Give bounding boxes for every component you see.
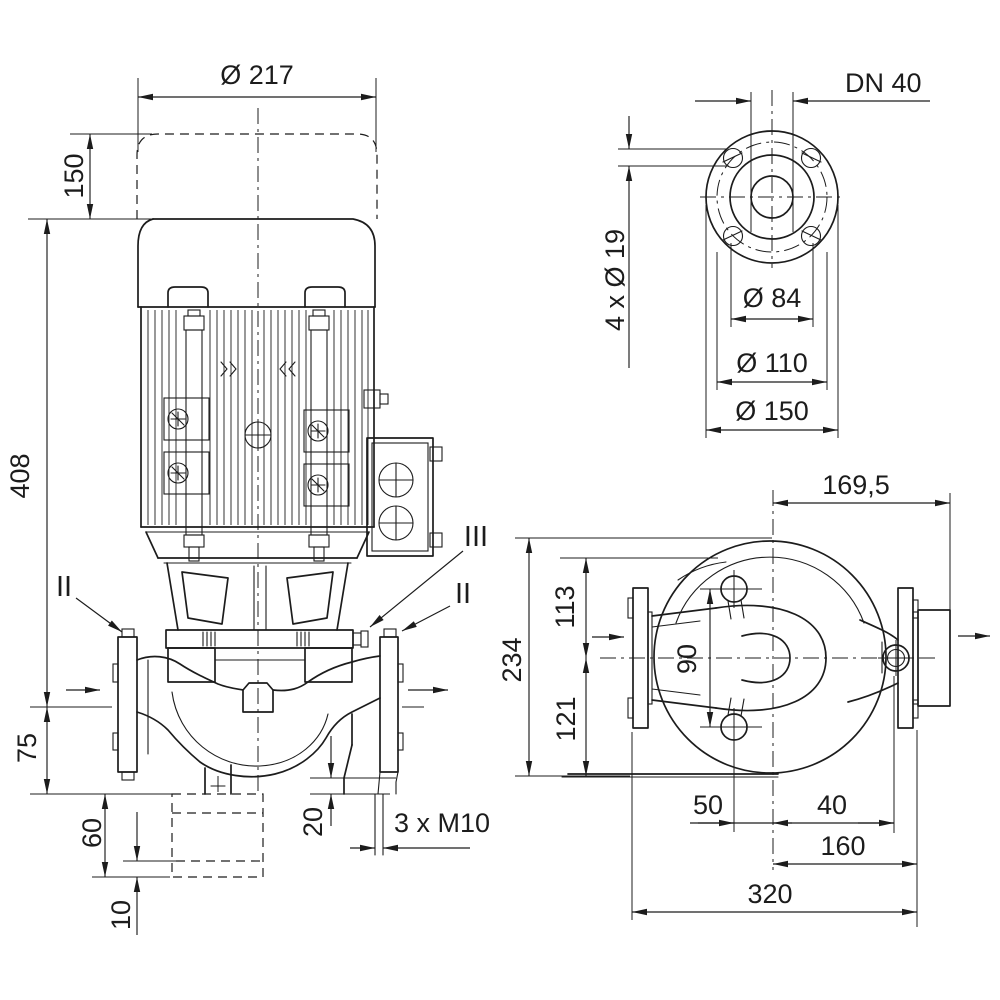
dim-port-and-drain: 50 40: [690, 676, 895, 833]
dim-center-to-flange: 160: [773, 730, 918, 927]
dashed-envelope: [136, 133, 378, 219]
dim-cap-height-label: 150: [59, 153, 89, 198]
dim-flange-outer: Ø 150: [705, 205, 839, 438]
dim-total-width-label: 234: [497, 637, 527, 682]
dim-base-plate: 10: [106, 812, 141, 935]
dim-ports-label: 90: [672, 644, 702, 674]
discharge-flange-front: [377, 628, 404, 795]
suction-flange-front: [112, 628, 138, 781]
tie-rod-left: [163, 309, 210, 562]
dim-raised-face: Ø 84: [730, 243, 814, 327]
dim-upper-label: 113: [550, 585, 580, 628]
tie-rod-right: [303, 309, 350, 562]
dim-total-height-label: 408: [5, 453, 35, 498]
vent-screw: [352, 632, 362, 646]
flange-view: DN 40 4 x Ø 19 Ø 84 Ø 110: [600, 68, 930, 438]
dim-port-offset-label: 50: [693, 790, 723, 820]
suction-flange-top: [627, 587, 717, 729]
bolt-holes: [722, 147, 822, 247]
label-port-right: II: [455, 578, 471, 610]
volute-inner-arc: [675, 556, 865, 624]
lantern: [166, 562, 349, 631]
dim-lower-label: 121: [551, 696, 581, 741]
dim-overall-length-label: 320: [747, 879, 792, 909]
bolt-circle: [716, 141, 828, 253]
motor-fins: [140, 306, 375, 528]
dim-center-to-flange-label: 160: [820, 831, 865, 861]
discharge-flange-top: [847, 587, 951, 729]
dim-bolt-holes: 4 x Ø 19: [600, 116, 729, 368]
dim-base-depth-label: 60: [77, 818, 107, 848]
dim-total-height: 408: [5, 219, 112, 708]
dim-tappings: 3 x M10: [350, 808, 490, 852]
dim-base-depth: 60: [77, 794, 176, 878]
label-nominal: DN 40: [845, 68, 922, 98]
terminal-box: [363, 389, 443, 557]
dim-foot: 20: [298, 736, 396, 837]
label-vent: III: [464, 521, 488, 553]
suction-bay-inner: [741, 632, 791, 684]
label-port-left: II: [56, 571, 72, 603]
dim-raised-face-label: Ø 84: [743, 283, 802, 313]
eyebolt-cross: [244, 421, 272, 449]
raised-face-circle: [729, 154, 815, 240]
top-view: 169,5 234 113 121 90: [497, 470, 990, 927]
dim-foot-label: 20: [298, 807, 328, 837]
dim-tappings-label: 3 x M10: [394, 808, 490, 838]
dim-fan-diameter: Ø 217: [137, 60, 377, 152]
dim-center-to-edge-label: 169,5: [822, 470, 890, 500]
flange-outer-circle: [705, 130, 839, 264]
dim-center-to-edge: 169,5: [773, 470, 951, 610]
break-mark-right: [279, 361, 296, 377]
dim-upper: 113: [550, 557, 718, 658]
volute-casing: [136, 655, 384, 856]
motor-bottom: [140, 526, 375, 564]
gauge-port-bottom: [700, 697, 762, 746]
pump-flange-plate: [165, 629, 369, 649]
dim-nominal-bore: DN 40: [695, 68, 930, 232]
front-view: Ø 217 150 408 75 60: [5, 60, 490, 935]
dim-axis-to-base-label: 75: [12, 733, 42, 763]
gauge-port-top: [700, 570, 762, 620]
dim-bolt-circle: Ø 110: [716, 252, 828, 390]
dim-ports: 90: [672, 589, 714, 727]
break-mark-left: [220, 361, 237, 377]
foundation-block: [171, 793, 264, 878]
dim-bolt-circle-label: Ø 110: [736, 348, 808, 378]
dim-total-width: 234: [497, 537, 772, 777]
dim-base-plate-label: 10: [106, 900, 136, 930]
dim-cap-height: 150: [28, 133, 153, 220]
dim-bolt-holes-label: 4 x Ø 19: [600, 229, 630, 331]
dim-flange-outer-label: Ø 150: [735, 396, 809, 426]
dim-lower: 121: [551, 658, 590, 776]
cutwater-arc: [677, 561, 727, 581]
dim-overall-length: 320: [631, 732, 917, 920]
seal-housing: [167, 647, 353, 713]
dim-fan-diameter-label: Ø 217: [220, 60, 294, 90]
dim-drain-offset-label: 40: [817, 790, 847, 820]
section-labels: II III II: [56, 521, 488, 633]
volute-outline: [653, 540, 887, 774]
dim-axis-to-base: 75: [12, 707, 172, 795]
suction-bay-outer: [715, 604, 827, 712]
